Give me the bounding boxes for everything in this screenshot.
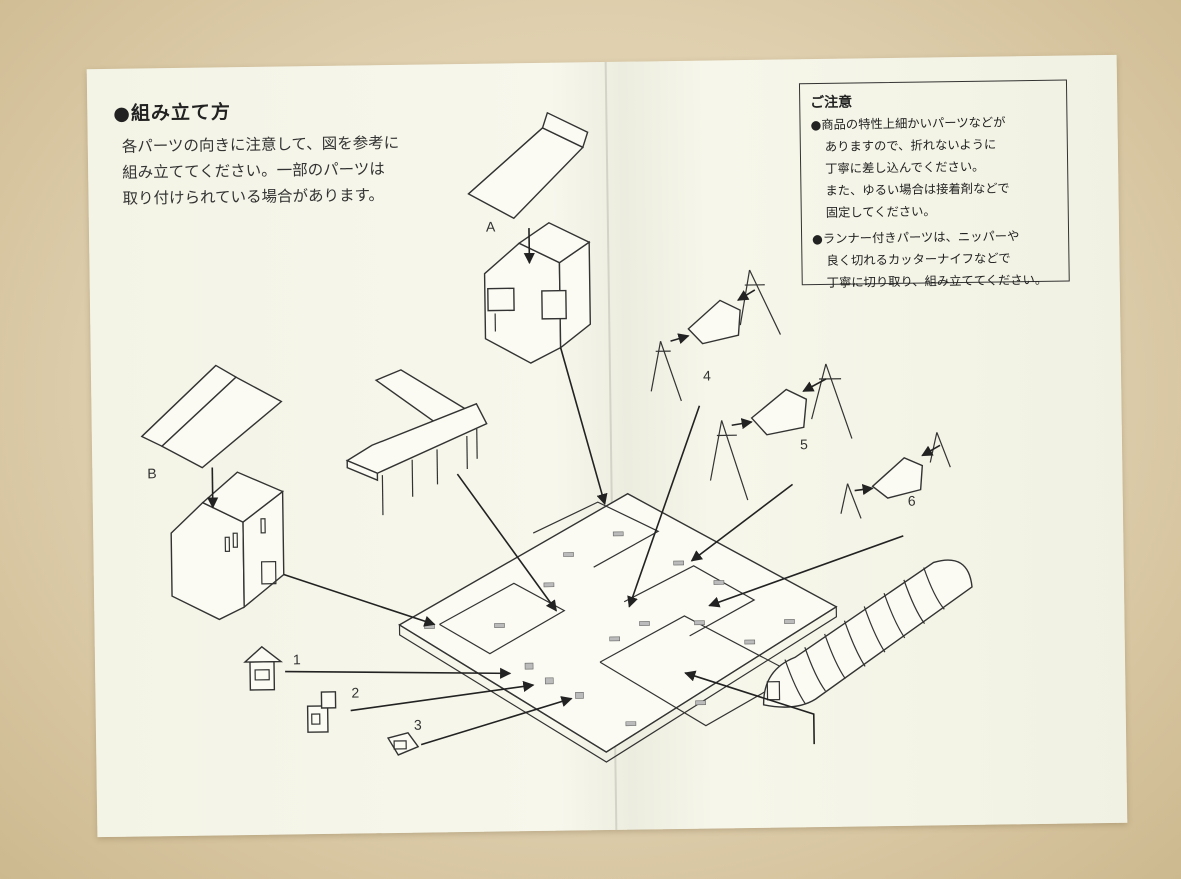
arrow-part-3 [420,696,573,746]
instruction-sheet: ●組み立て方 各パーツの向きに注意して、図を参考に 組み立ててください。一部のパ… [86,54,1128,838]
label-4: 4 [703,368,711,384]
label-6: 6 [908,493,916,509]
arrow-tent-5 [690,483,794,562]
pavilion-structure [345,369,488,516]
greenhouse [762,559,973,708]
arrow-pavilion [456,473,557,612]
arrow-house-a [559,347,608,506]
tent-4 [650,269,782,402]
arrow-greenhouse [684,670,815,745]
arrow-roof-b [207,467,219,509]
arrow-tent-4 [627,405,701,608]
label-a: A [486,219,496,235]
label-5: 5 [800,436,808,452]
arrow-tent-6 [708,535,904,608]
house-a-roof [467,111,589,220]
house-b-body [170,471,285,621]
house-a-body [483,221,592,364]
label-1: 1 [293,651,301,667]
base-plate [398,492,838,763]
small-part-3 [386,732,420,756]
house-b-roof [140,364,283,469]
arrow-house-b [283,573,436,627]
label-3: 3 [414,717,422,733]
label-b: B [147,465,157,481]
tent-6 [840,432,951,519]
small-part-2 [306,691,337,733]
assembly-diagram: A B 1 2 3 4 5 6 [140,111,973,763]
small-part-1 [243,645,284,691]
tent-5 [709,363,853,501]
label-2: 2 [351,684,359,700]
arrow-part-2 [350,680,535,712]
arrow-part-1 [285,667,512,679]
